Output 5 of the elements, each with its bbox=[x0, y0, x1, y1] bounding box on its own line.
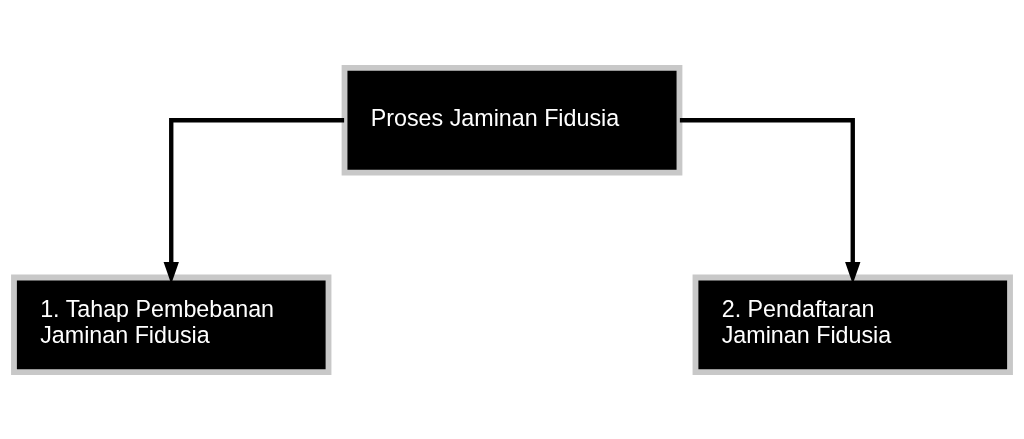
node-box: 1. Tahap Pembebanan Jaminan Fidusia bbox=[11, 274, 332, 375]
node-box: 2. Pendaftaran Jaminan Fidusia bbox=[692, 274, 1013, 375]
node-box: Proses Jaminan Fidusia bbox=[341, 64, 683, 176]
arrow bbox=[679, 117, 861, 284]
arrow bbox=[163, 117, 345, 284]
